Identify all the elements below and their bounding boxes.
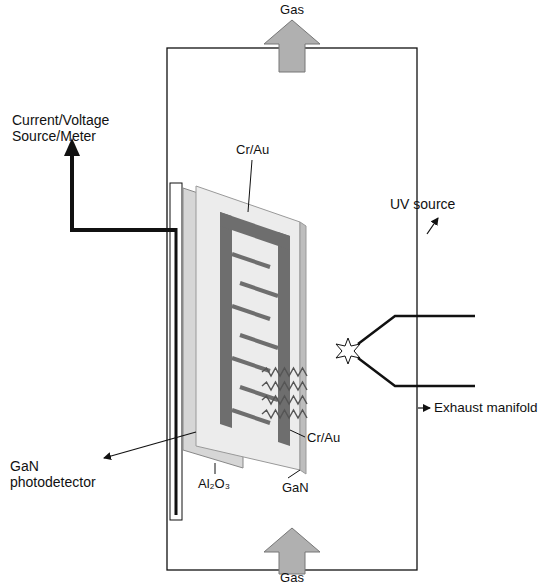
chamber-wall — [167, 48, 417, 570]
gas-outlet-arrow — [264, 20, 320, 72]
leader-line — [290, 430, 305, 437]
electrode-finger — [240, 283, 278, 296]
layer-label: GaN — [282, 480, 309, 496]
mount-panel — [170, 183, 182, 520]
gas-inlet-arrow — [264, 528, 320, 574]
probe-springs — [262, 368, 307, 418]
spring-probe — [262, 368, 307, 376]
electrode-top-pad — [220, 212, 290, 250]
lamp-lead — [358, 316, 475, 344]
meter-lead — [72, 154, 176, 230]
spring-probe — [262, 396, 307, 404]
electrode-finger — [240, 335, 278, 348]
exhaust-label: Exhaust manifold — [434, 400, 538, 416]
layer-label: Al₂O₃ — [198, 476, 230, 492]
feed-line — [175, 228, 178, 515]
pointer-arrow — [418, 407, 430, 408]
lamp-lead — [358, 358, 475, 386]
electrode-label: Cr/Au — [236, 142, 269, 158]
leader-line — [215, 463, 216, 474]
electrode-right — [278, 232, 290, 446]
spring-probe — [262, 382, 307, 390]
pointer-arrow — [427, 218, 438, 234]
electrode-finger — [232, 306, 270, 319]
detector-label: GaN photodetector — [10, 458, 106, 490]
pointer-arrow — [104, 432, 196, 458]
leader-line — [248, 160, 252, 212]
uv-lamp — [336, 338, 360, 364]
spring-probe — [262, 410, 307, 418]
uv-source-label: UV source — [390, 196, 455, 212]
meter-label: Current/Voltage Source/Meter — [12, 112, 124, 144]
gan-layer — [196, 186, 300, 470]
electrode-left — [220, 212, 232, 428]
gas-label: Gas — [280, 2, 304, 18]
gas-label: Gas — [280, 570, 304, 586]
leader-line — [288, 470, 300, 478]
interdigitated-fingers — [232, 254, 278, 423]
electrode-label: Cr/Au — [307, 430, 340, 446]
electrode-finger — [232, 254, 270, 267]
